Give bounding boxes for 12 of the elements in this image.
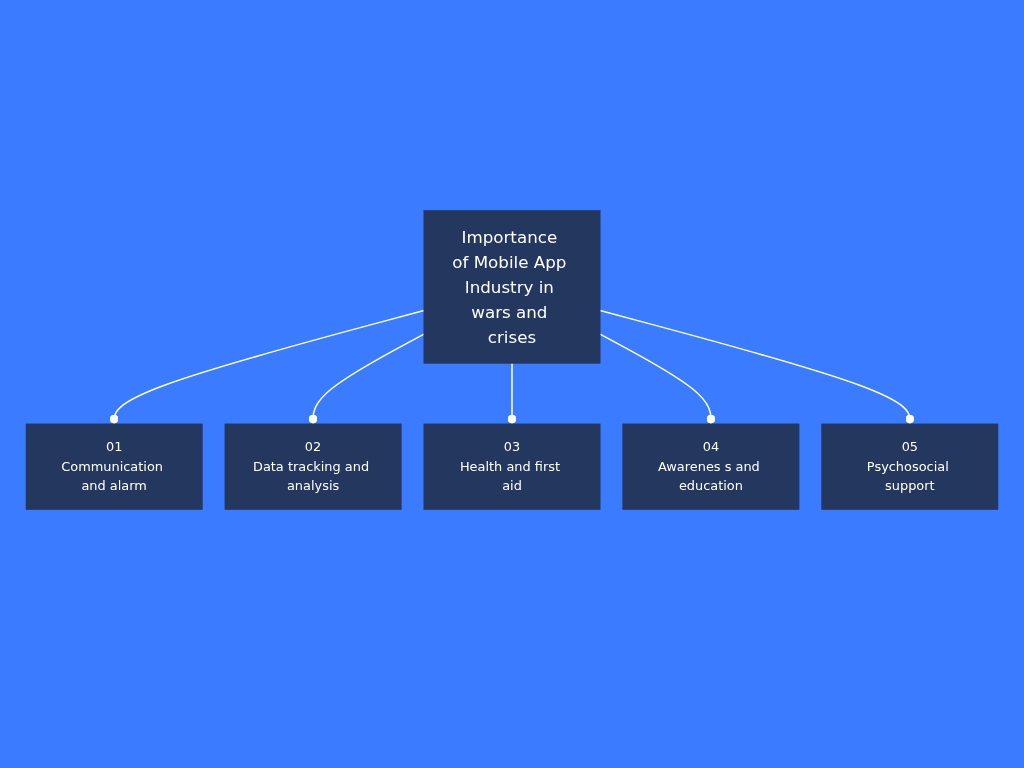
node-box (622, 423, 800, 510)
connector (599, 309, 915, 425)
node-box (423, 210, 601, 364)
connector (507, 362, 517, 425)
connector (109, 309, 425, 425)
hierarchy-diagram: Importance of Mobile App Industry in wars and crises 01 Communication and alarm 02 Data tracking and analysis 03 Health and first aid 04 Awarenes s and education 05 Psychosocial support (20, 40, 1004, 680)
node-box (423, 423, 601, 510)
node-box (25, 423, 203, 510)
connector (599, 333, 716, 425)
connector (308, 333, 425, 425)
node-box (224, 423, 402, 510)
node-box (821, 423, 999, 510)
